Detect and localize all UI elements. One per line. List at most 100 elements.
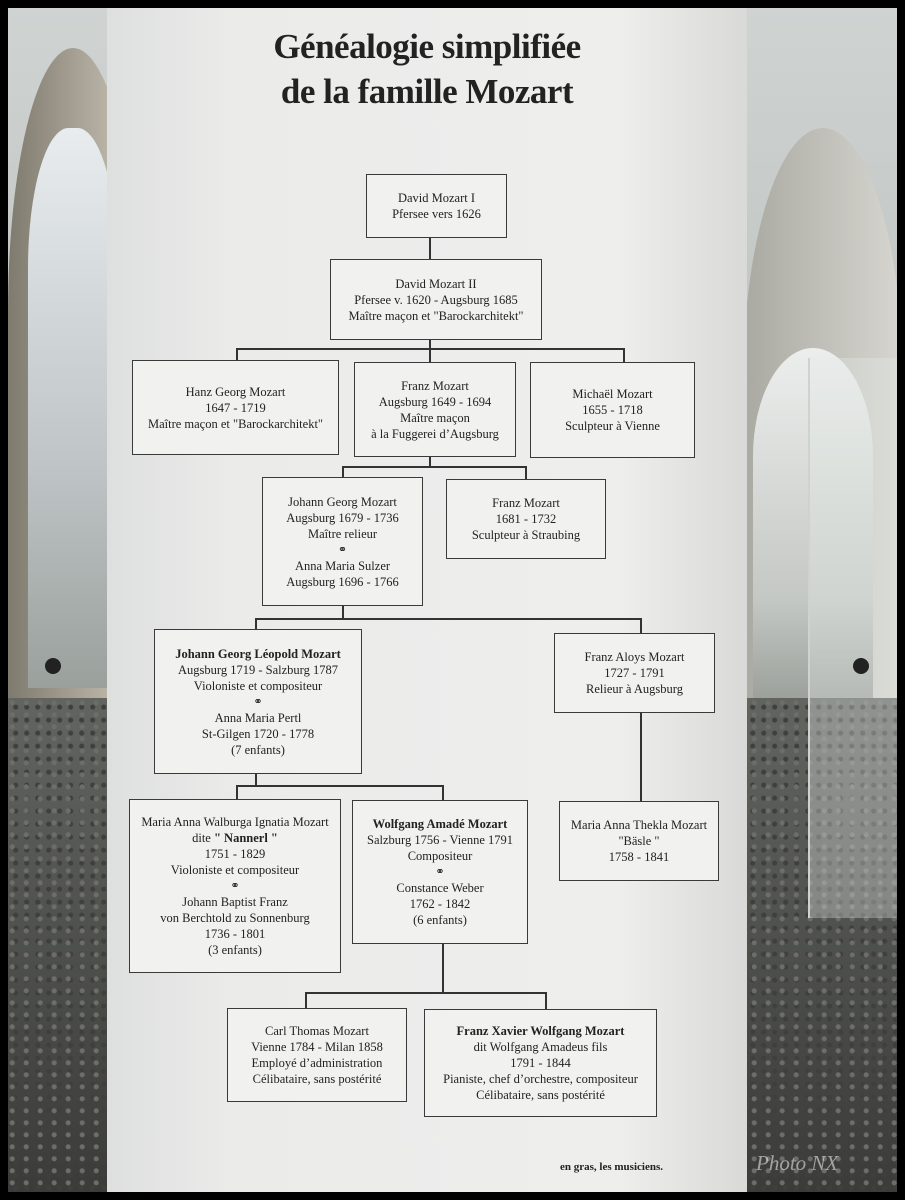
person-detail: Pfersee vers 1626 bbox=[392, 207, 481, 221]
person-detail: Sculpteur à Straubing bbox=[471, 528, 581, 542]
person-name: Franz Aloys Mozart bbox=[584, 650, 685, 664]
person-name: Wolfgang Amadé Mozart bbox=[372, 817, 508, 831]
person-name: Franz Mozart bbox=[492, 496, 560, 510]
connector-line bbox=[255, 618, 641, 620]
connector-line bbox=[429, 339, 431, 349]
person-nickname-line: dite " Nannerl " bbox=[192, 830, 278, 846]
connector-line bbox=[236, 785, 238, 799]
person-box-basle: Maria Anna Thekla Mozart "Bäsle " 1758 -… bbox=[559, 801, 719, 881]
person-name: Maria Anna Thekla Mozart bbox=[570, 818, 708, 832]
connector-line bbox=[342, 466, 344, 477]
marriage-icon: ⚭ bbox=[253, 695, 263, 708]
spouse-detail: 1736 - 1801 bbox=[204, 927, 266, 941]
person-name: Johann Georg Mozart bbox=[288, 494, 397, 509]
marriage-icon: ⚭ bbox=[435, 866, 445, 878]
person-detail: Relieur à Augsburg bbox=[586, 682, 683, 696]
marriage-icon: ⚭ bbox=[230, 880, 240, 892]
right-archway-opening bbox=[753, 348, 873, 708]
title-line-1: Généalogie simplifiée bbox=[273, 27, 581, 66]
person-box-johann-georg: Johann Georg Mozart Augsburg 1679 - 1736… bbox=[262, 477, 423, 606]
person-detail: 1655 - 1718 bbox=[582, 403, 643, 417]
person-name: David Mozart I bbox=[397, 191, 476, 205]
person-detail: Violoniste et compositeur bbox=[193, 678, 323, 693]
connector-line bbox=[236, 348, 238, 360]
left-archway-opening bbox=[28, 128, 118, 688]
person-box-carl-thomas: Carl Thomas Mozart Vienne 1784 - Milan 1… bbox=[227, 1008, 407, 1102]
person-detail: Sculpteur à Vienne bbox=[565, 419, 660, 433]
person-detail: Célibataire, sans postérité bbox=[252, 1072, 382, 1086]
person-name: Johann Georg Léopold Mozart bbox=[175, 646, 341, 661]
person-detail: à la Fuggerei d’Augsburg bbox=[371, 426, 499, 441]
spouse-detail: Augsburg 1696 - 1766 bbox=[286, 574, 399, 589]
door-knob-left bbox=[45, 658, 61, 674]
connector-line bbox=[545, 992, 547, 1010]
person-detail: 1681 - 1732 bbox=[495, 512, 557, 526]
person-detail: Salzburg 1756 - Vienne 1791 bbox=[367, 833, 513, 847]
connector-line bbox=[255, 618, 257, 630]
person-name: Franz Xavier Wolfgang Mozart bbox=[456, 1024, 625, 1038]
person-detail: Maître relieur bbox=[307, 526, 378, 541]
person-name: David Mozart II bbox=[395, 276, 477, 291]
connector-line bbox=[442, 943, 444, 993]
spouse-detail: 1762 - 1842 bbox=[409, 897, 471, 911]
person-box-nannerl: Maria Anna Walburga Ignatia Mozart dite … bbox=[129, 799, 341, 973]
children-count: (6 enfants) bbox=[413, 913, 467, 927]
person-detail: Violoniste et compositeur bbox=[170, 863, 300, 877]
person-box-hanz-georg: Hanz Georg Mozart 1647 - 1719 Maître maç… bbox=[132, 360, 339, 455]
spouse-name: Johann Baptist Franz bbox=[182, 895, 288, 909]
person-detail: Maître maçon bbox=[400, 410, 470, 425]
person-box-franz-1649: Franz Mozart Augsburg 1649 - 1694 Maître… bbox=[354, 362, 516, 457]
connector-line bbox=[623, 348, 625, 362]
connector-line bbox=[525, 466, 527, 479]
spouse-name: Constance Weber bbox=[396, 881, 484, 895]
person-box-michael: Michaël Mozart 1655 - 1718 Sculpteur à V… bbox=[530, 362, 695, 458]
person-detail: 1727 - 1791 bbox=[604, 666, 665, 680]
connector-line bbox=[305, 992, 546, 994]
nickname-prefix: dite bbox=[192, 831, 211, 845]
person-detail: Augsburg 1719 - Salzburg 1787 bbox=[178, 662, 338, 677]
person-name: Franz Mozart bbox=[401, 378, 469, 393]
person-detail: Augsburg 1649 - 1694 bbox=[378, 394, 492, 409]
person-detail: Pianiste, chef d’orchestre, compositeur bbox=[443, 1072, 638, 1086]
nickname: " Nannerl " bbox=[213, 831, 278, 845]
person-detail: Compositeur bbox=[407, 849, 473, 863]
person-detail: 1791 - 1844 bbox=[510, 1056, 571, 1070]
connector-line bbox=[342, 466, 526, 468]
connector-line bbox=[255, 773, 257, 786]
person-detail: Célibataire, sans postérité bbox=[476, 1088, 605, 1102]
connector-line bbox=[442, 785, 444, 800]
person-detail: Vienne 1784 - Milan 1858 bbox=[251, 1040, 383, 1054]
spouse-name: Anna Maria Sulzer bbox=[294, 558, 391, 573]
person-name: Hanz Georg Mozart bbox=[185, 384, 286, 399]
person-detail: Maître maçon et "Barockarchitekt" bbox=[348, 308, 524, 323]
connector-line bbox=[640, 712, 642, 801]
person-box-franz-aloys: Franz Aloys Mozart 1727 - 1791 Relieur à… bbox=[554, 633, 715, 713]
spouse-name: Anna Maria Pertl bbox=[214, 710, 302, 725]
person-box-leopold: Johann Georg Léopold Mozart Augsburg 171… bbox=[154, 629, 362, 774]
person-detail: "Bäsle " bbox=[618, 834, 660, 848]
connector-line bbox=[429, 348, 431, 362]
person-name: Michaël Mozart bbox=[572, 387, 653, 401]
door-knob-right bbox=[853, 658, 869, 674]
spouse-detail: von Berchtold zu Sonnenburg bbox=[160, 911, 310, 925]
photo-watermark: Photo NX bbox=[756, 1151, 839, 1175]
person-detail: Pfersee v. 1620 - Augsburg 1685 bbox=[354, 292, 518, 307]
page-title: Généalogie simplifiée de la famille Moza… bbox=[107, 24, 747, 114]
person-name: Carl Thomas Mozart bbox=[265, 1024, 369, 1038]
spouse-detail: St-Gilgen 1720 - 1778 bbox=[201, 726, 315, 741]
connector-line bbox=[429, 237, 431, 259]
person-box-franz-1681: Franz Mozart 1681 - 1732 Sculpteur à Str… bbox=[446, 479, 606, 559]
marriage-icon: ⚭ bbox=[337, 543, 348, 556]
connector-line bbox=[342, 605, 344, 619]
person-box-franz-xaver: Franz Xavier Wolfgang Mozart dit Wolfgan… bbox=[424, 1009, 657, 1117]
person-box-david-mozart-1: David Mozart I Pfersee vers 1626 bbox=[366, 174, 507, 238]
children-count: (7 enfants) bbox=[231, 742, 285, 757]
connector-line bbox=[640, 618, 642, 633]
person-box-wolfgang: Wolfgang Amadé Mozart Salzburg 1756 - Vi… bbox=[352, 800, 528, 944]
person-detail: dit Wolfgang Amadeus fils bbox=[473, 1040, 608, 1054]
glass-door bbox=[808, 358, 897, 918]
person-detail: 1647 - 1719 bbox=[205, 400, 266, 415]
connector-line bbox=[429, 456, 431, 467]
person-detail: Employé d’administration bbox=[251, 1056, 383, 1070]
connector-line bbox=[236, 785, 443, 787]
